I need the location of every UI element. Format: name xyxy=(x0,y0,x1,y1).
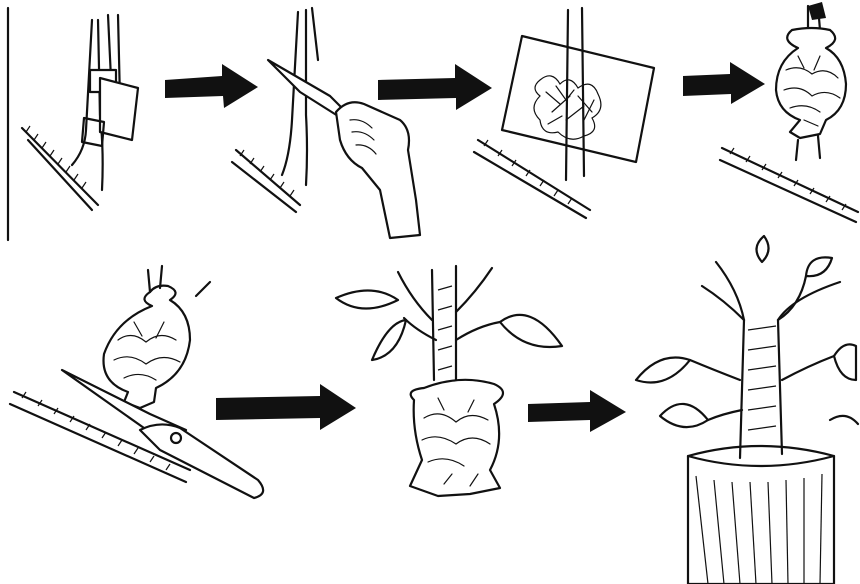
panel-4-wrap-tied xyxy=(720,2,858,222)
panel-5-cut-off xyxy=(10,266,263,498)
arrow-2 xyxy=(378,64,492,110)
panel-1-bark-ring xyxy=(22,15,138,210)
panel-2-knife-scrape xyxy=(232,8,420,238)
arrow-1 xyxy=(165,64,258,108)
arrow-5 xyxy=(528,390,626,432)
panel-7-potted-plant xyxy=(636,236,858,584)
panel-6-rooted-layer xyxy=(336,266,562,496)
arrow-3 xyxy=(683,62,765,104)
arrow-4 xyxy=(216,384,356,430)
panel-3-moss-wrap xyxy=(474,8,654,218)
